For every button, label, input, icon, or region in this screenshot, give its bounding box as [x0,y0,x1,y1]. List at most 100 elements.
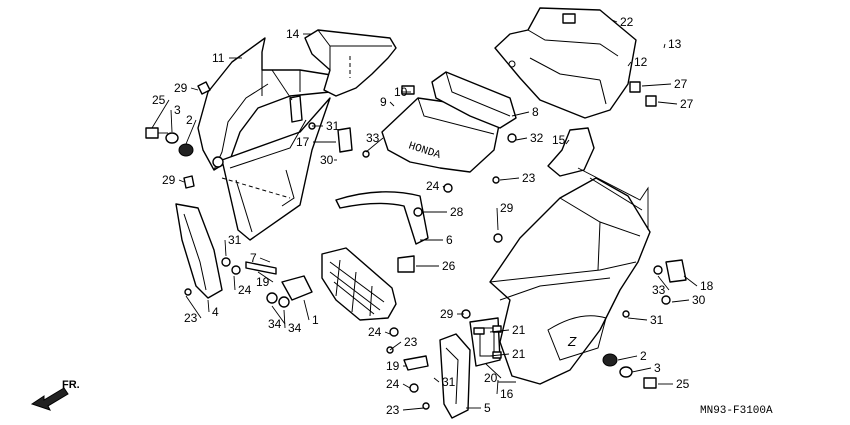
callout-number: 15 [552,133,566,147]
callout-number: 23 [522,171,536,185]
callout-number: 20 [484,371,498,385]
callout-leader [515,137,528,141]
callout-leader [389,341,402,351]
callout-number: 30 [692,293,706,307]
callout-number: 21 [512,347,526,361]
callout-19: 19 [256,271,274,289]
callout-24: 24 [368,325,391,339]
fasteners [145,81,671,410]
callout-26: 26 [416,259,456,273]
callout-number: 2 [640,349,647,363]
lower-bracket [547,127,595,177]
callout-number: 31 [228,233,242,247]
callout-number: 33 [366,131,380,145]
callout-1: 1 [303,299,319,327]
callout-31: 31 [627,313,664,327]
callout-27: 27 [641,77,688,91]
callout-number: 18 [700,279,714,293]
callout-number: 7 [250,251,257,265]
fender-strip [335,191,429,245]
callout-24: 24 [426,179,445,193]
callout-leader [627,317,648,321]
callout-23: 23 [389,335,418,351]
upper-cowl-panel [494,7,637,119]
callout-24: 24 [386,377,411,391]
callout-16: 16 [496,379,514,401]
callout-33: 33 [652,275,670,297]
left-inner-panel [175,203,223,299]
callout-29: 29 [174,81,199,95]
front-direction-arrow: FR. [30,379,80,411]
callout-number: 24 [238,283,252,297]
callout-leader [511,111,530,117]
callout-25: 25 [151,93,170,129]
callout-leader [671,299,690,303]
callout-number: 12 [634,55,648,69]
callout-number: 10 [394,85,408,99]
callout-number: 23 [404,335,418,349]
callout-number: 27 [674,77,688,91]
callout-24: 24 [233,275,252,297]
callout-number: 33 [652,283,666,297]
callout-number: 2 [186,113,193,127]
callout-17: 17 [296,135,336,149]
diagram-code: MN93-F3100A [700,405,773,417]
callout-leader [657,101,678,105]
callout-number: 30 [320,153,334,167]
callout-number: 31 [650,313,664,327]
right-inner-panel [439,333,471,419]
callout-number: 34 [288,321,302,335]
callout-number: 24 [386,377,400,391]
callout-number: 17 [296,135,310,149]
callout-6: 6 [420,233,453,247]
direction-label: FR. [62,379,80,391]
small-brackets [245,127,687,371]
callout-number: 6 [446,233,453,247]
callout-leader [657,275,670,291]
callout-leader [303,299,310,321]
callout-leader [207,299,210,313]
callout-leader [611,19,618,23]
svg-text:Z: Z [567,335,577,351]
callout-leader [683,275,698,287]
callout-leader [442,185,445,189]
callout-9: 9 [380,95,395,109]
callout-leader [257,271,274,283]
callout-number: 25 [676,377,690,391]
callout-leader [617,355,638,361]
callout-29: 29 [162,173,185,187]
callout-33: 33 [365,131,384,153]
callout-leader [485,363,502,379]
callout-12: 12 [627,55,648,69]
callout-leader [190,87,199,91]
callout-23: 23 [499,171,536,185]
callout-leader [402,407,425,411]
callout-number: 29 [162,173,176,187]
callout-leader [565,139,570,145]
callout-3: 3 [631,361,661,375]
callout-leader [178,179,185,183]
callout-10: 10 [394,85,411,99]
callout-15: 15 [552,133,570,147]
callout-number: 29 [174,81,188,95]
callout-8: 8 [511,105,539,119]
callout-number: 31 [326,119,340,133]
callout-23: 23 [386,403,425,417]
callout-number: 22 [620,15,634,29]
callout-number: 23 [184,311,198,325]
top-cover [401,71,517,129]
callout-number: 24 [368,325,382,339]
callout-number: 27 [680,97,694,111]
callout-number: 4 [212,305,219,319]
callout-number: 26 [442,259,456,273]
callout-leader [627,61,632,67]
callout-leader [365,137,384,153]
callout-7: 7 [250,251,271,265]
callout-number: 29 [440,307,454,321]
callout-27: 27 [657,97,694,111]
callout-leader [151,99,170,129]
callout-leader [489,329,510,333]
callout-leader [259,257,271,263]
